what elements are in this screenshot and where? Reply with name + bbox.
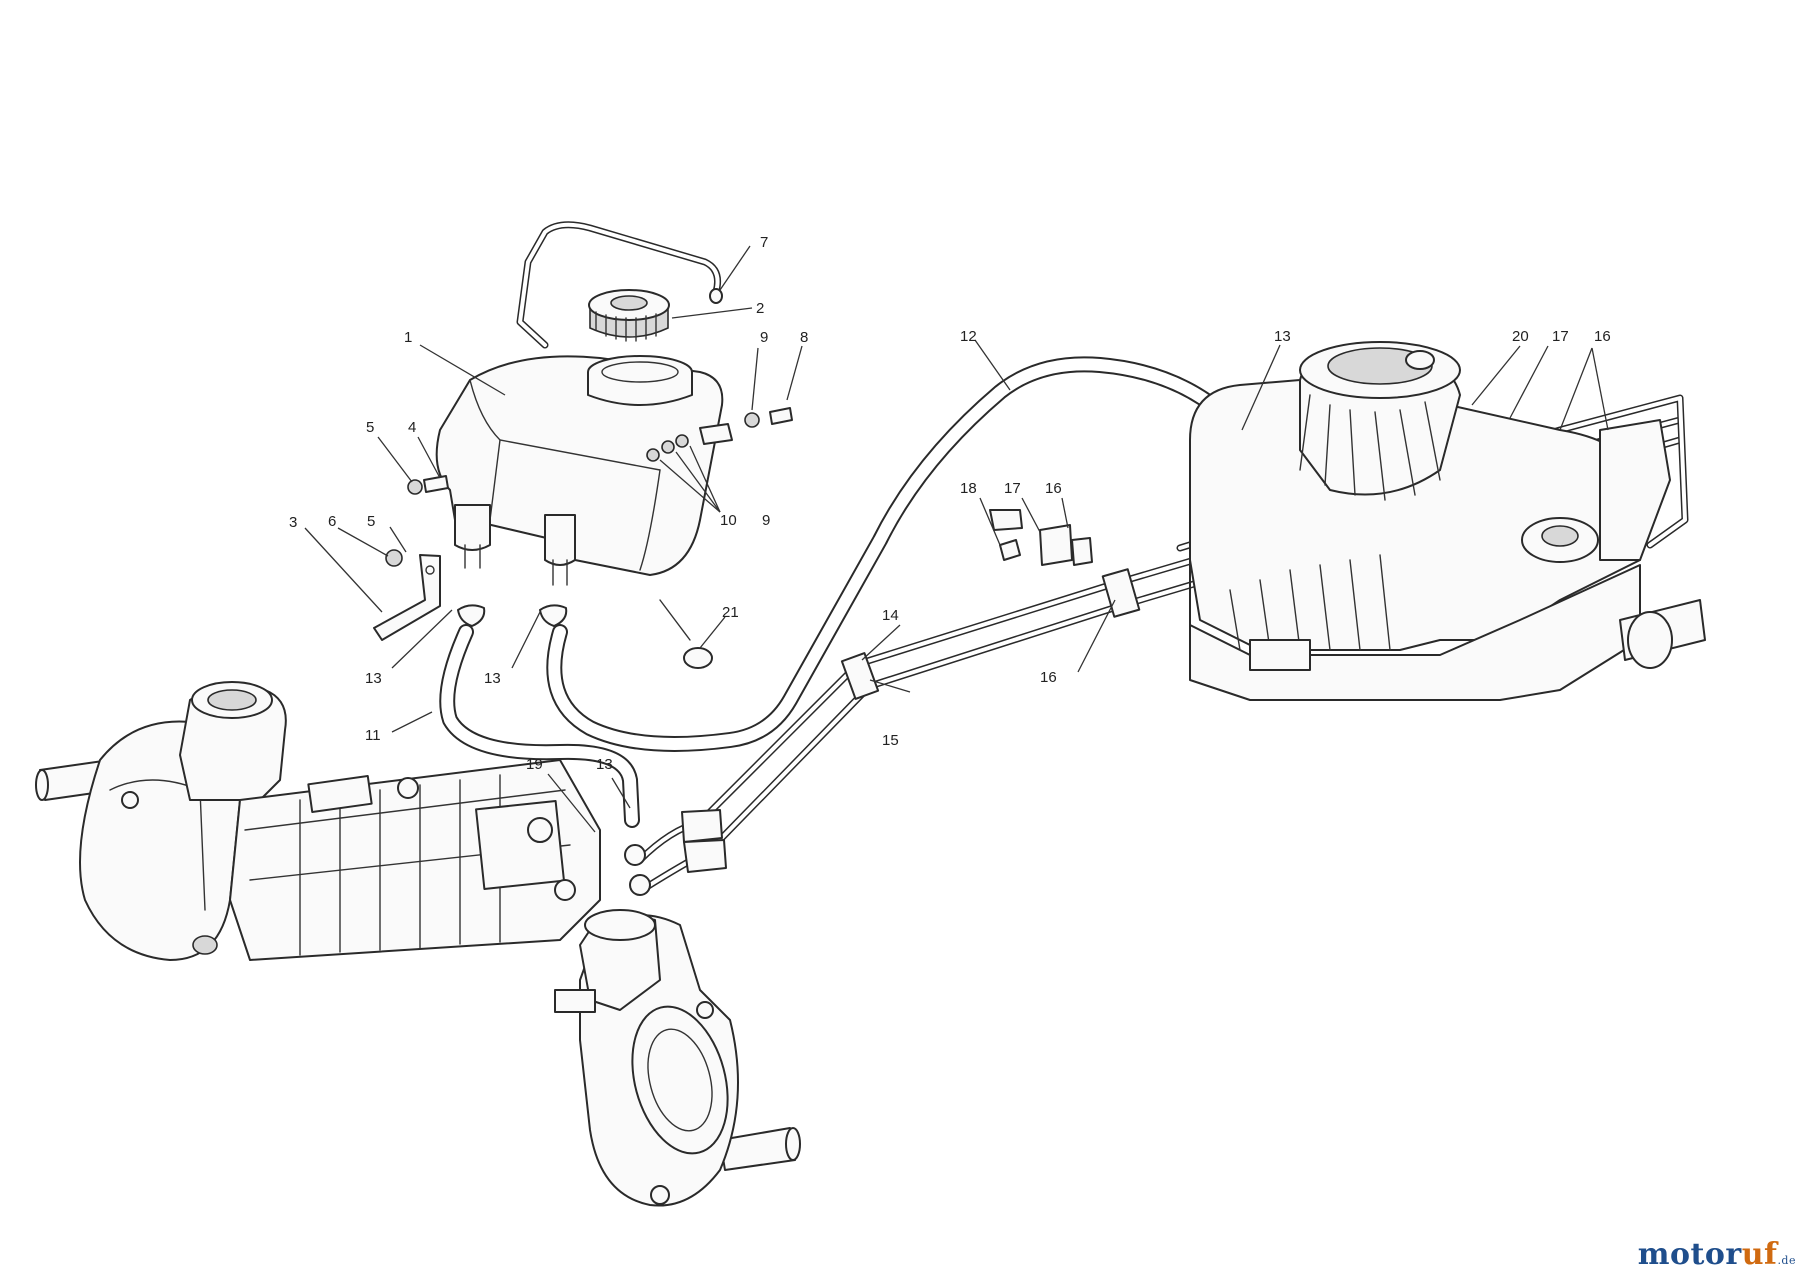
callout-15: 15: [882, 732, 899, 749]
front-transaxle: [35, 681, 801, 1207]
watermark-brand-a: motor: [1637, 1237, 1742, 1272]
callout-19: 19: [526, 756, 543, 773]
hydraulic-lines: [624, 394, 1689, 896]
fasteners-tank: [373, 407, 793, 641]
breather-tube: [516, 221, 723, 349]
callout-16b: 16: [1045, 480, 1062, 497]
callout-13b: 13: [484, 670, 501, 687]
callout-labels: 1 2 3 4 5 5 6 7 8 9 9 10 11 12 13 13 13 …: [289, 234, 1611, 773]
reservoir-cap: [588, 289, 670, 342]
callout-13d: 13: [1274, 328, 1291, 345]
callout-14: 14: [882, 607, 899, 624]
callout-5a: 5: [366, 419, 374, 436]
callout-17a: 17: [1004, 480, 1021, 497]
callout-3: 3: [289, 514, 297, 531]
callout-18: 18: [960, 480, 977, 497]
callout-5b: 5: [367, 513, 375, 530]
callout-1: 1: [404, 329, 412, 346]
callout-9a: 9: [760, 329, 768, 346]
callout-9b: 9: [762, 512, 770, 529]
callout-6: 6: [328, 513, 336, 530]
clamp-21: [659, 599, 713, 669]
rear-transaxle: [1189, 341, 1706, 701]
callout-16a: 16: [1040, 669, 1057, 686]
callout-17b: 17: [1552, 328, 1569, 345]
hoses: [439, 356, 1238, 828]
leader-lines: [304, 245, 1609, 833]
oil-reservoir-tank: [435, 355, 724, 586]
callout-13a: 13: [365, 670, 382, 687]
watermark-tld: .de: [1777, 1254, 1796, 1267]
callout-7: 7: [760, 234, 768, 251]
motoruf-watermark: motoruf.de: [1638, 1237, 1796, 1272]
callout-2: 2: [756, 300, 764, 317]
callout-20: 20: [1512, 328, 1529, 345]
callout-11: 11: [365, 727, 381, 744]
watermark-brand-b: uf: [1741, 1237, 1778, 1272]
callout-13c: 13: [596, 756, 613, 773]
callout-21: 21: [722, 604, 739, 621]
callout-16c: 16: [1594, 328, 1611, 345]
callout-10: 10: [720, 512, 737, 529]
callout-4: 4: [408, 419, 416, 436]
callout-8: 8: [800, 329, 808, 346]
callout-12: 12: [960, 328, 977, 345]
